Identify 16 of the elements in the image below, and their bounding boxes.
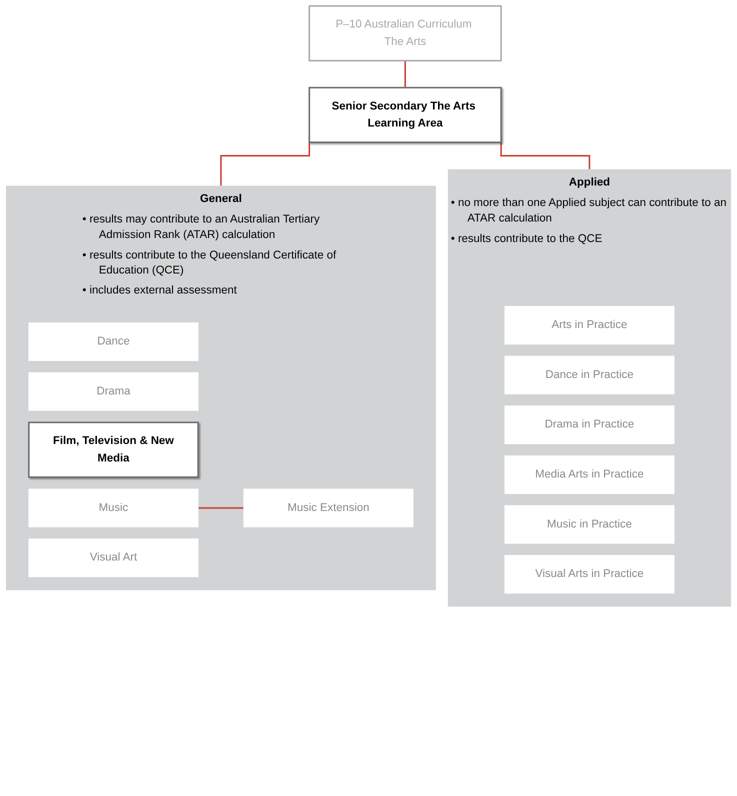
node-box: Music in Practice bbox=[504, 505, 674, 544]
node-box: Visual Arts in Practice bbox=[504, 555, 674, 594]
connector bbox=[198, 507, 245, 509]
node-box: Film, Television & New Media bbox=[28, 422, 199, 478]
connector bbox=[404, 60, 406, 88]
node-box: Media Arts in Practice bbox=[504, 455, 674, 494]
node-box: Music Extension bbox=[243, 488, 414, 528]
node-box: Drama in Practice bbox=[504, 406, 674, 444]
node-box: Arts in Practice bbox=[504, 306, 674, 345]
node-box: Dance bbox=[28, 322, 198, 361]
node-box: Dance in Practice bbox=[504, 356, 674, 394]
node-box: Drama bbox=[28, 372, 198, 411]
node-box: Music bbox=[28, 488, 198, 528]
node-box: Senior Secondary The Arts Learning Area bbox=[308, 86, 502, 144]
node-box: Visual Art bbox=[28, 538, 198, 578]
node-box: P–10 Australian Curriculum The Arts bbox=[308, 5, 502, 62]
